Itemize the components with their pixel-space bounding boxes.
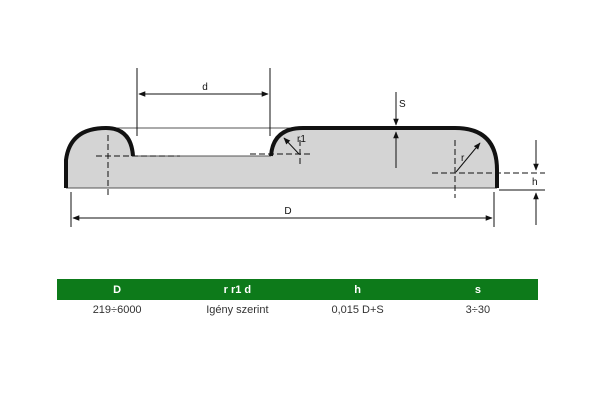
cell-h: 0,015 D+S xyxy=(331,304,384,316)
spec-table: D r r1 d h s 219÷6000 Igény szerint 0,01… xyxy=(57,279,538,320)
header-radii-d: r r1 d xyxy=(177,279,298,300)
r1-radius-arrow xyxy=(283,137,300,155)
header-D: D xyxy=(57,279,178,300)
plate-body-fill xyxy=(66,128,497,188)
cell-D: 219÷6000 xyxy=(92,304,142,316)
dished-plate-drawing: d S r1 r h D xyxy=(64,68,545,227)
cell-s: 3÷30 xyxy=(465,304,491,316)
d-label: d xyxy=(202,82,208,93)
table-header-row: D r r1 d h s xyxy=(57,279,538,300)
left-flange-profile xyxy=(64,125,135,188)
r1-label: r1 xyxy=(297,134,306,145)
table-row: 219÷6000 Igény szerint 0,015 D+S 3÷30 xyxy=(57,300,538,320)
h-label: h xyxy=(532,177,538,188)
cell-radii-d: Igény szerint xyxy=(206,304,269,316)
r-label: r xyxy=(461,153,465,164)
D-label: D xyxy=(284,206,291,217)
s-label: S xyxy=(399,99,406,110)
r-radius-arrow xyxy=(455,142,481,173)
header-s: s xyxy=(417,279,538,300)
right-flange-profile xyxy=(269,126,499,188)
header-h: h xyxy=(297,279,418,300)
